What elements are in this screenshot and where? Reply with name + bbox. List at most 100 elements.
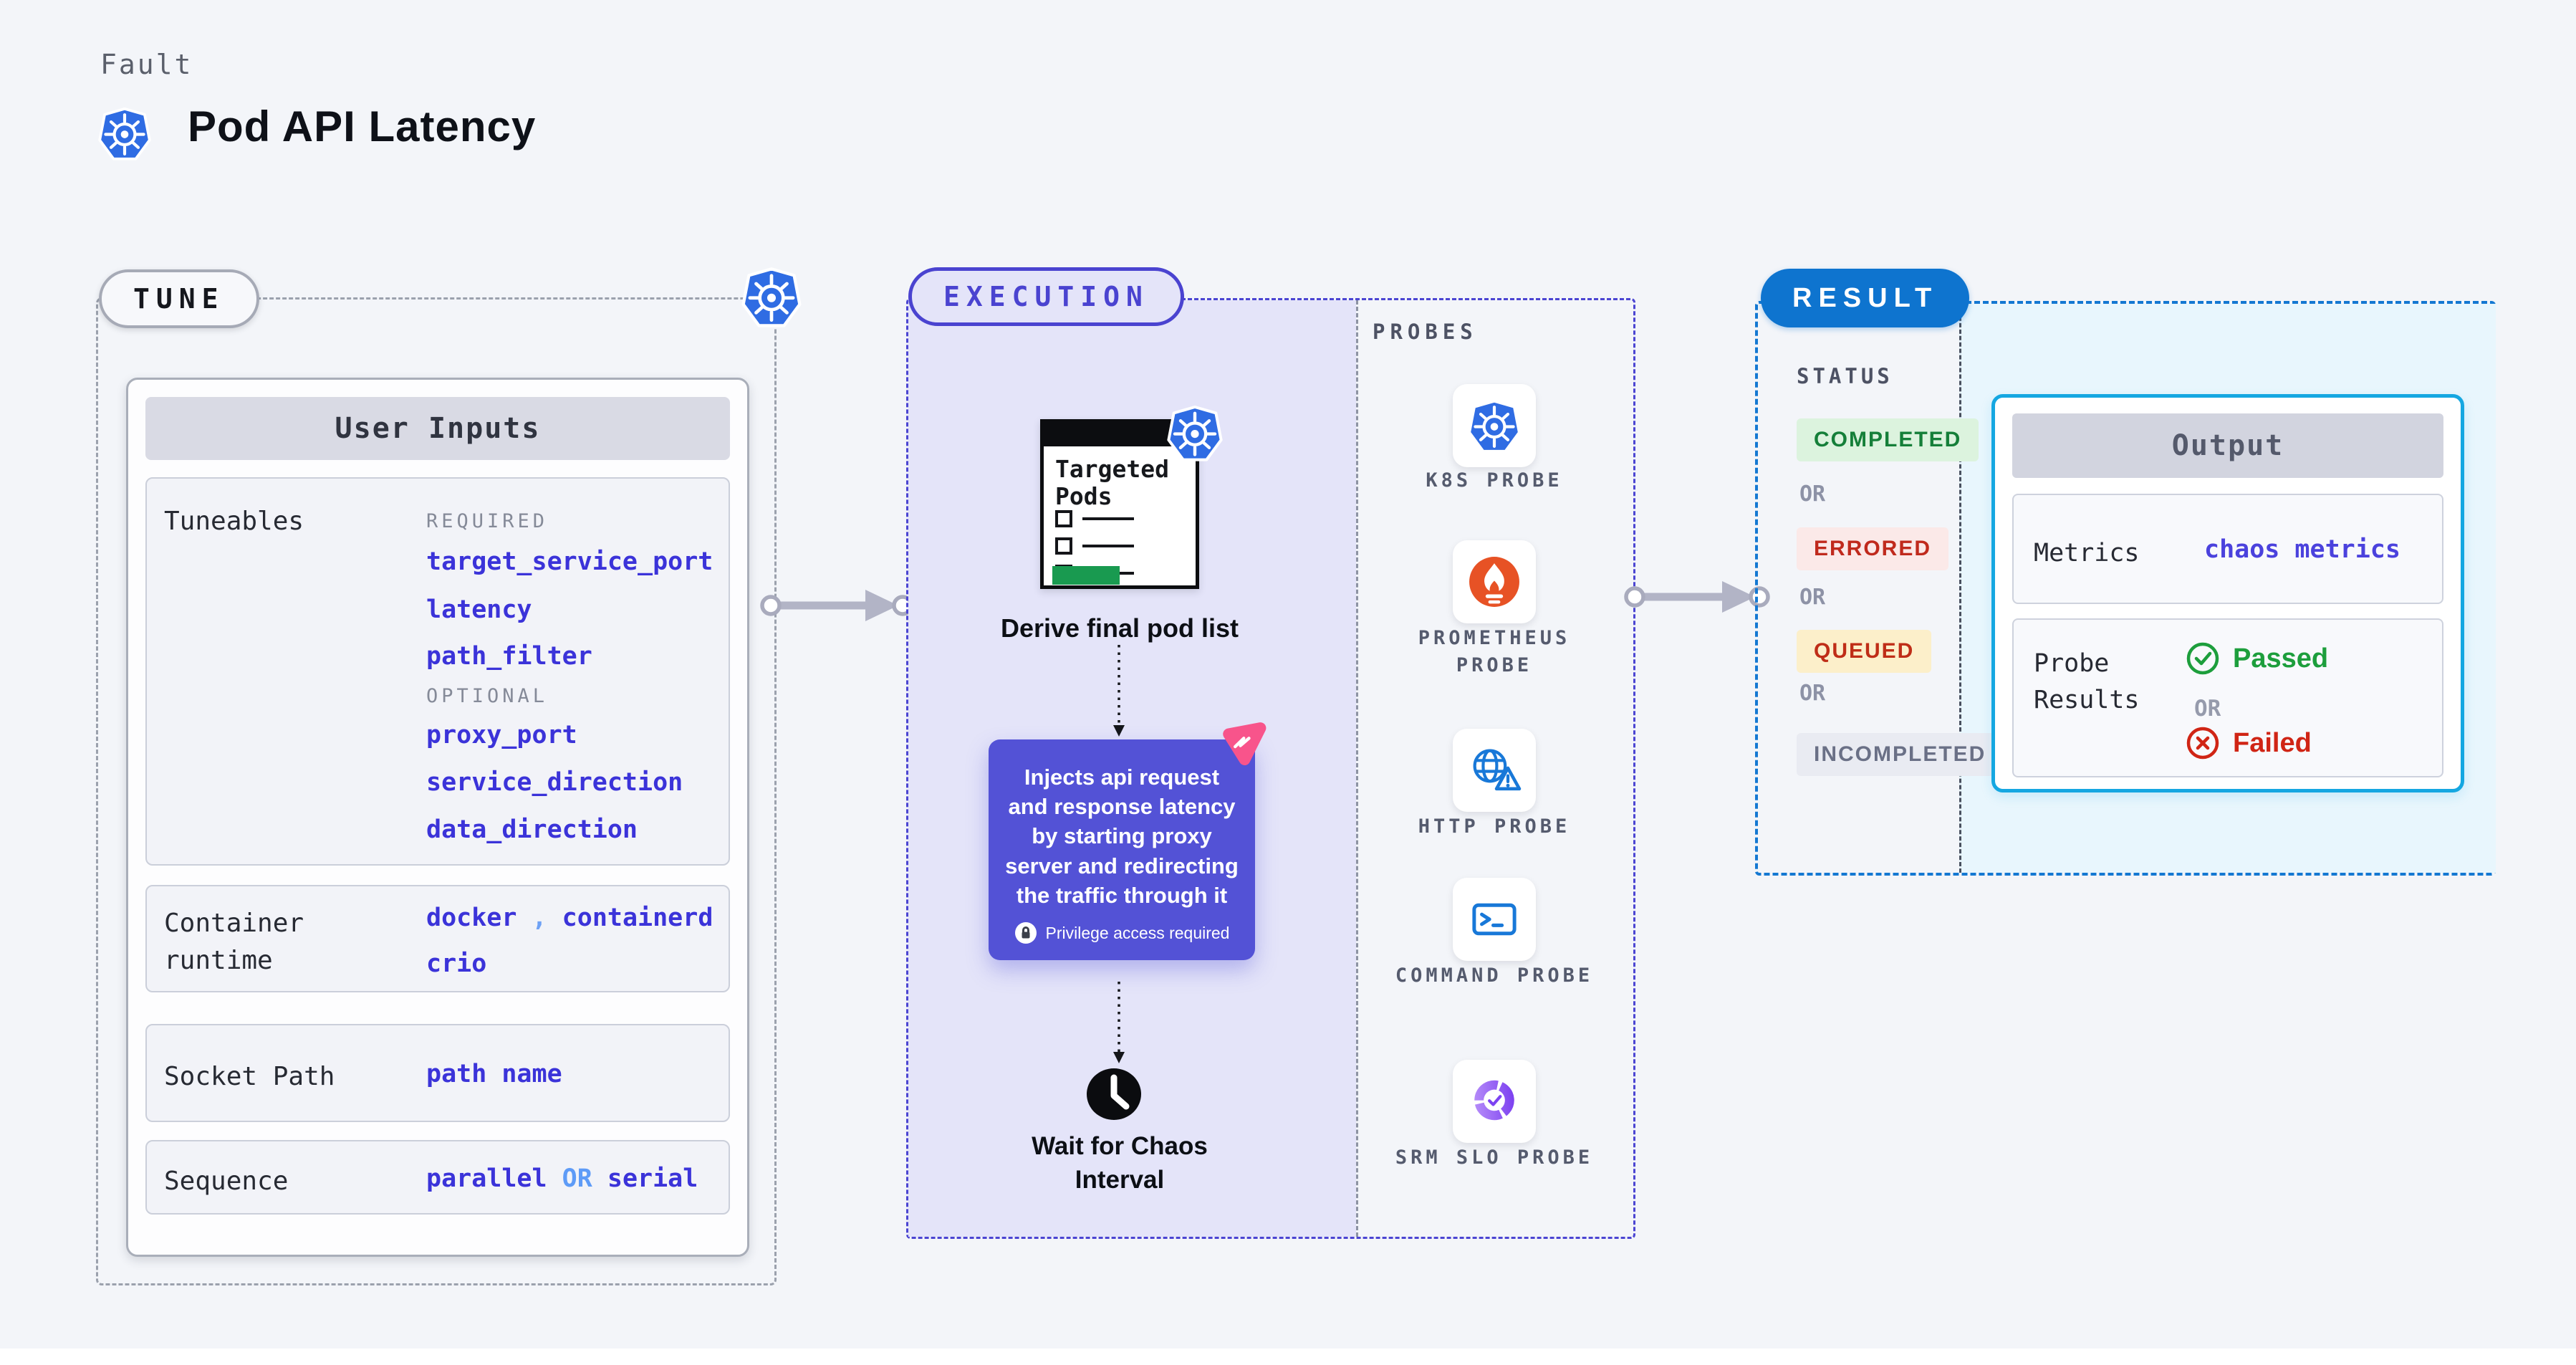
- tuneable-optional-item: proxy_port: [426, 721, 577, 749]
- sequence-or: OR: [562, 1164, 592, 1193]
- kubernetes-icon: [1467, 398, 1522, 453]
- check-circle-icon: [2186, 642, 2219, 675]
- flow-arrow: [760, 590, 913, 621]
- probe-results-label: Probe Results: [2034, 649, 2140, 714]
- or-label: OR: [1799, 681, 1826, 706]
- terminal-icon: [1472, 903, 1517, 936]
- tune-section-box: [96, 297, 777, 1285]
- dotted-flow-arrow: [1113, 982, 1125, 1063]
- kubernetes-icon: [97, 106, 152, 161]
- probe-results-row: Probe Results Passed OR Failed: [2012, 618, 2443, 777]
- socket-path-label: Socket Path: [164, 1062, 335, 1091]
- container-runtime-label: Container runtime: [164, 909, 304, 976]
- tuneables-label: Tuneables: [164, 507, 304, 536]
- status-badge-errored: ERRORED: [1797, 527, 1949, 570]
- sequence-label: Sequence: [164, 1167, 289, 1196]
- socket-path-value: path name: [426, 1060, 562, 1088]
- required-label: REQUIRED: [426, 510, 549, 532]
- page-title: Pod API Latency: [188, 102, 537, 150]
- pods-card-title: Targeted Pods: [1055, 455, 1169, 511]
- status-badge-incompleted: INCOMPLETED: [1797, 733, 2004, 776]
- tuneables-row: Tuneables REQUIRED target_service_port l…: [145, 477, 730, 866]
- metrics-row: Metrics chaos metrics: [2012, 494, 2443, 604]
- clock-icon: [1087, 1068, 1141, 1120]
- lock-icon: [1014, 922, 1037, 944]
- probes-heading: PROBES: [1373, 320, 1478, 344]
- result-divider: [1959, 304, 1961, 873]
- probe-label: PROMETHEUS PROBE: [1418, 627, 1571, 676]
- sequence-row: Sequence parallel OR serial: [145, 1140, 730, 1215]
- checklist-line: [1082, 545, 1134, 547]
- derive-pod-list-label: Derive final pod list: [1000, 613, 1239, 643]
- user-inputs-title: User Inputs: [335, 412, 541, 445]
- probe-label: SRM SLO PROBE: [1395, 1146, 1594, 1169]
- output-title: Output: [2171, 429, 2284, 462]
- progress-bar: [1052, 566, 1120, 585]
- or-label: OR: [1799, 585, 1826, 610]
- optional-label: OPTIONAL: [426, 685, 549, 707]
- kubernetes-icon: [1166, 404, 1224, 461]
- status-badge-queued: QUEUED: [1797, 630, 1932, 673]
- inject-step-card: Injects api request and response latency…: [989, 739, 1255, 961]
- checkbox-icon: [1055, 537, 1072, 555]
- runtime-separator: ,: [532, 904, 547, 932]
- http-globe-icon: [1473, 749, 1522, 791]
- or-label: OR: [2194, 696, 2221, 722]
- passed-line: Passed: [2186, 641, 2328, 676]
- status-badge-completed: COMPLETED: [1797, 418, 1979, 461]
- privilege-row: Privilege access required: [1004, 921, 1239, 944]
- footer-strip: [0, 1349, 2576, 1365]
- probe-label: HTTP PROBE: [1418, 815, 1571, 838]
- tuneable-optional-item: service_direction: [426, 768, 683, 797]
- probe-card-prometheus: [1453, 540, 1536, 623]
- checklist-line: [1082, 517, 1134, 520]
- user-inputs-card: User Inputs Tuneables REQUIRED target_se…: [126, 378, 749, 1257]
- tuneable-optional-item: data_direction: [426, 815, 638, 844]
- pod-checklist-item: [1055, 510, 1134, 527]
- passed-label: Passed: [2233, 643, 2329, 674]
- probe-label: COMMAND PROBE: [1395, 964, 1594, 987]
- slo-donut-icon: [1474, 1080, 1514, 1121]
- user-inputs-header: User Inputs: [145, 397, 730, 460]
- chaos-logo-icon: [1223, 722, 1267, 766]
- failed-label: Failed: [2233, 727, 2312, 758]
- tuneable-required-item: latency: [426, 595, 532, 624]
- failed-line: Failed: [2186, 726, 2312, 760]
- tuneable-required-item: target_service_port: [426, 547, 713, 576]
- tuneable-required-item: path_filter: [426, 642, 592, 671]
- runtime-crio: crio: [426, 949, 487, 978]
- execution-pill-label: EXECUTION: [943, 281, 1149, 312]
- output-card: Output Metrics chaos metrics Probe Resul…: [1991, 394, 2464, 792]
- result-pill: RESULT: [1761, 269, 1970, 327]
- inject-description: Injects api request and response latency…: [1005, 765, 1239, 908]
- sequence-values: parallel OR serial: [426, 1164, 698, 1193]
- status-heading: STATUS: [1797, 364, 1893, 388]
- pod-checklist-item: [1055, 537, 1134, 555]
- probe-label: K8S PROBE: [1426, 469, 1563, 492]
- probe-card-k8s: [1453, 384, 1536, 467]
- privilege-label: Privilege access required: [1045, 923, 1230, 942]
- checkbox-icon: [1055, 510, 1072, 527]
- runtime-docker: docker: [426, 904, 517, 932]
- prometheus-icon: [1469, 557, 1519, 607]
- metrics-value: chaos metrics: [2204, 535, 2400, 564]
- sequence-serial: serial: [607, 1164, 698, 1193]
- output-header: Output: [2012, 413, 2443, 478]
- fault-eyebrow: Fault: [100, 49, 193, 80]
- sequence-parallel: parallel: [426, 1164, 547, 1193]
- result-pill-label: RESULT: [1792, 282, 1938, 313]
- probe-card-http: [1453, 729, 1536, 812]
- or-label: OR: [1799, 482, 1826, 507]
- container-runtime-values: docker , containerd: [426, 904, 713, 932]
- probe-card-command: [1453, 878, 1536, 961]
- dotted-flow-arrow: [1113, 645, 1125, 737]
- wait-chaos-interval-label: Wait for Chaos Interval: [1032, 1132, 1208, 1194]
- kubernetes-icon: [741, 266, 802, 327]
- probe-card-srm-slo: [1453, 1060, 1536, 1143]
- tune-pill-label: TUNE: [133, 283, 225, 315]
- tune-pill: TUNE: [99, 269, 259, 328]
- x-circle-icon: [2186, 727, 2219, 760]
- execution-pill: EXECUTION: [908, 267, 1184, 326]
- runtime-containerd: containerd: [562, 904, 713, 932]
- metrics-label: Metrics: [2034, 539, 2140, 567]
